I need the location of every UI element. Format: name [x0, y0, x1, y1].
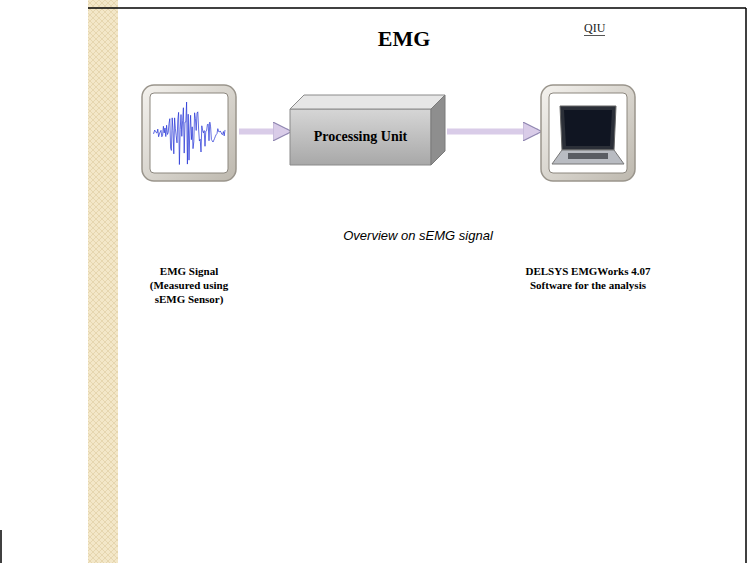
node-outline [141, 84, 237, 182]
picture-frame: EMG Signal (Measured using sEMG Sensor) [141, 84, 237, 182]
box-label: Processing Unit [290, 95, 445, 165]
top-rule [88, 7, 746, 9]
frame-caption: DELSYS EMGWorks 4.07 Software for the an… [506, 264, 670, 292]
slide-title: EMG [378, 26, 431, 52]
corner-rule [0, 530, 2, 563]
figure-caption: Overview on sEMG signal [343, 228, 493, 243]
frame-caption: EMG Signal (Measured using sEMG Sensor) [137, 264, 241, 306]
node-outline [540, 84, 636, 182]
logo-text: QIU [584, 22, 605, 36]
side-stripe [88, 0, 118, 563]
picture-frame: DELSYS EMGWorks 4.07 Software for the an… [540, 84, 636, 182]
flow-arrow [239, 129, 288, 135]
right-rule [745, 8, 747, 563]
process-box: Processing Unit [290, 95, 445, 165]
flow-arrow [447, 129, 538, 135]
